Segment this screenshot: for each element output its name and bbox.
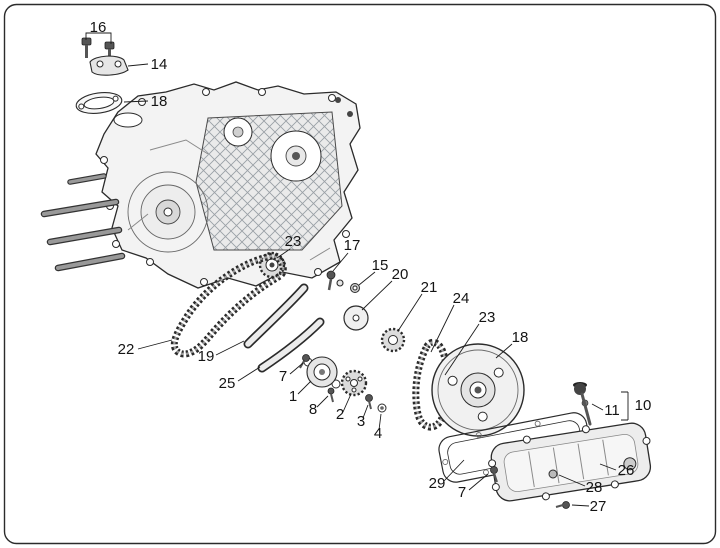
callout-29: 29 [429,475,446,492]
gasket-screw [490,466,498,483]
leader-21 [397,293,423,332]
leader-25 [237,366,261,382]
leader-1 [297,380,312,395]
callout-27: 27 [590,498,607,515]
bolt-head [104,41,115,50]
leader-3 [362,404,369,419]
callout-16: 16 [90,19,107,36]
callout-14: 14 [151,56,168,73]
leader-4 [378,413,382,431]
sprocket-bolt [365,394,373,410]
drain-plug [623,457,637,471]
leader-28 [558,474,586,487]
leader-27 [571,504,590,507]
pump-screw-lower [327,387,335,403]
leader-24 [430,304,455,353]
callout-22: 22 [118,341,135,358]
callout-28: 28 [586,479,603,496]
bracket-10 [621,391,629,421]
callout-2: 2 [336,406,344,423]
callout-10: 10 [635,397,652,414]
cam-chain [170,252,287,358]
callout-24: 24 [453,290,470,307]
callout-18-top: 18 [151,93,168,110]
callout-25: 25 [219,375,236,392]
bolt-head [81,37,92,46]
leader-8 [316,395,329,408]
callout-7-lower: 7 [458,484,466,501]
callout-20: 20 [392,266,409,283]
callout-23-chain: 23 [479,309,496,326]
nut [350,283,360,293]
flywheel-cover [431,343,525,437]
callout-17: 17 [344,237,361,254]
pan-plug [548,469,558,479]
crankcase-web-lattice [195,111,343,251]
cover-mount-pad [113,112,143,128]
leader-2 [342,393,352,413]
leader-18-cover [495,343,513,359]
leader-11 [591,403,604,411]
pan-screw [555,501,570,509]
leader-22 [137,339,173,350]
leader-18-top [123,100,149,103]
case-boss-outer [127,171,209,253]
top-gasket [75,92,123,114]
leader-19 [215,340,245,356]
leader-17 [332,252,349,272]
callout-18-cover: 18 [512,329,529,346]
pump-drive-sprocket [380,327,406,353]
callout-8: 8 [309,401,317,418]
leader-20 [361,280,393,311]
leader-lines [85,32,629,507]
leader-16 [85,32,112,44]
retainer-bracket [89,55,129,76]
leader-7-lower [468,473,489,491]
callout-19: 19 [198,348,215,365]
callout-15: 15 [372,257,389,274]
crankcase [95,81,361,289]
pump-screw-upper [299,354,310,369]
leader-15 [358,271,376,286]
callout-11: 11 [604,402,620,419]
guide-bolt [326,270,344,291]
leader-29 [443,459,465,482]
leader-23-sprocket [276,248,291,259]
callout-26: 26 [618,462,635,479]
drive-plate [343,305,369,331]
callout-3: 3 [357,413,365,430]
callout-7-upper: 7 [279,368,287,385]
leader-23-chain [444,323,480,376]
leader-26 [599,463,617,471]
callout-23-sprocket: 23 [285,233,302,250]
leader-7-upper [289,362,304,375]
callout-21: 21 [421,279,438,296]
callout-4: 4 [374,425,382,442]
callout-labels: 16 14 18 23 17 15 20 21 24 23 18 22 19 2… [90,19,652,515]
oil-sump-pan [488,422,652,502]
chain-guide [243,283,309,349]
leader-14 [127,63,149,67]
oil-pump-chain [412,338,452,431]
callout-1: 1 [289,388,297,405]
oil-dipstick [573,382,592,426]
washer [377,403,387,413]
pump-sprocket [340,369,368,397]
chain-tensioner-blade [257,317,325,373]
cylinder-studs [40,173,126,272]
